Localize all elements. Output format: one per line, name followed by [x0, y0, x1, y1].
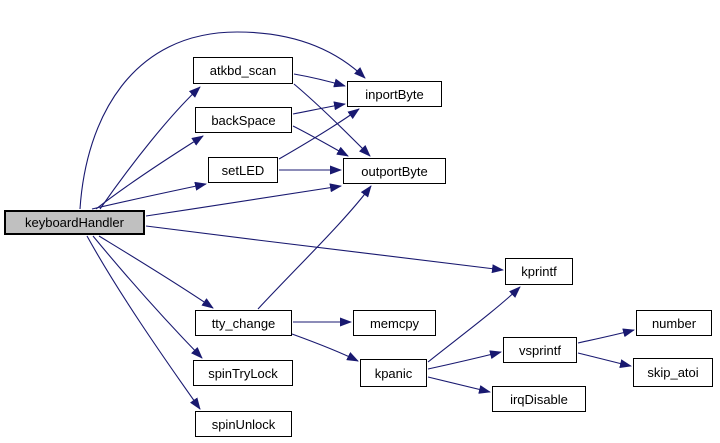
edge-atkbd_scan-inportByte [293, 73, 346, 88]
edge-keyboardHandler-spinUnlock [86, 235, 201, 410]
node-skip_atoi[interactable]: skip_atoi [633, 358, 713, 387]
node-kprintf[interactable]: kprintf [505, 258, 573, 285]
edge-backSpace-outportByte [292, 125, 349, 157]
edge-vsprintf-number [577, 328, 635, 344]
edge-keyboardHandler-tty_change [98, 235, 214, 309]
node-keyboardHandler: keyboardHandler [4, 210, 145, 235]
edge-kpanic-kprintf [427, 286, 521, 363]
edge-tty_change-outportByte [257, 185, 372, 310]
edge-keyboardHandler-setLED [91, 181, 207, 210]
edge-kpanic-vsprintf [427, 350, 502, 370]
node-atkbd_scan[interactable]: atkbd_scan [193, 57, 293, 84]
edge-vsprintf-skip_atoi [577, 352, 632, 369]
node-irqDisable[interactable]: irqDisable [492, 386, 586, 412]
edge-atkbd_scan-outportByte [293, 83, 371, 157]
node-kpanic[interactable]: kpanic [360, 359, 427, 387]
node-inportByte[interactable]: inportByte [347, 81, 442, 107]
edge-keyboardHandler-inportByte [79, 31, 366, 210]
edge-backSpace-inportByte [292, 101, 346, 115]
node-tty_change[interactable]: tty_change [195, 310, 292, 336]
node-memcpy[interactable]: memcpy [353, 310, 436, 336]
node-setLED[interactable]: setLED [208, 157, 278, 183]
edge-kpanic-irqDisable [427, 376, 491, 394]
edge-keyboardHandler-backSpace [95, 135, 204, 210]
edge-tty_change-kpanic [291, 333, 359, 362]
edge-setLED-inportByte [278, 108, 360, 160]
node-spinTryLock[interactable]: spinTryLock [193, 360, 293, 386]
edge-keyboardHandler-atkbd_scan [99, 86, 201, 210]
edge-keyboardHandler-outportByte [145, 183, 342, 217]
node-backSpace[interactable]: backSpace [195, 107, 292, 133]
node-number[interactable]: number [636, 310, 712, 336]
node-outportByte[interactable]: outportByte [343, 158, 446, 184]
edge-keyboardHandler-kprintf [145, 225, 504, 274]
node-spinUnlock[interactable]: spinUnlock [195, 411, 292, 437]
edge-keyboardHandler-spinTryLock [92, 235, 203, 359]
node-vsprintf[interactable]: vsprintf [503, 337, 577, 363]
